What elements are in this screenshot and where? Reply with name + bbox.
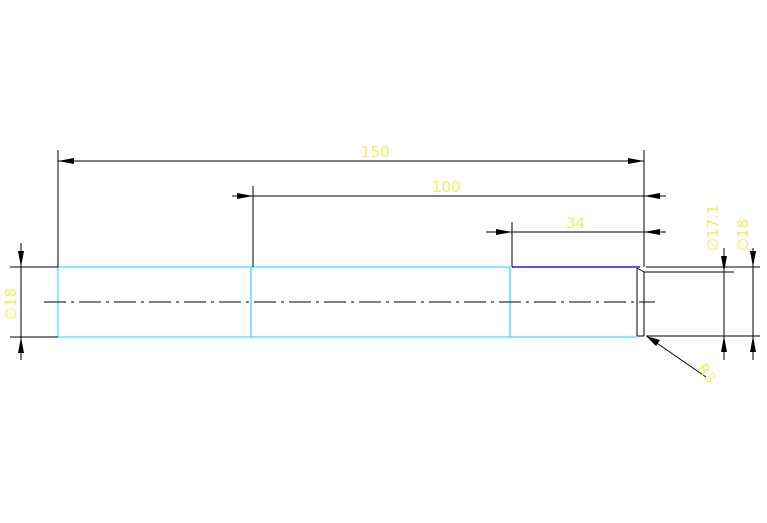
dimension-text-left-diameter: ∅18 xyxy=(2,288,20,320)
dimension-text-34: 34 xyxy=(566,214,585,232)
dimension-radius xyxy=(647,336,707,378)
arrow-34-left xyxy=(496,229,512,235)
arrow-left-diameter-bottom xyxy=(18,337,24,353)
arrow-radius xyxy=(646,336,660,346)
drawing-area xyxy=(0,147,767,379)
arrow-outer-diameter-bottom xyxy=(750,336,756,352)
dimension-text-right-outer-diameter: ∅18 xyxy=(734,219,752,251)
dimension-34 xyxy=(486,222,666,267)
arrow-100-left xyxy=(237,193,253,199)
end-chamfer-top xyxy=(636,267,645,273)
dimension-150 xyxy=(57,150,645,267)
arrow-inner-diameter-bottom xyxy=(721,336,727,352)
dimension-text-right-inner-diameter: ∅17.1 xyxy=(704,205,722,251)
arrow-150-right xyxy=(628,158,644,164)
arrow-outer-diameter-top xyxy=(750,251,756,267)
arrow-34-right xyxy=(644,229,660,235)
dimension-text-100: 100 xyxy=(432,178,461,196)
right-extension-lines xyxy=(644,266,760,337)
radius-leader-line xyxy=(647,336,707,378)
arrow-100-right xyxy=(644,193,660,199)
dimension-text-150: 150 xyxy=(361,143,390,161)
arrow-inner-diameter-top xyxy=(721,256,727,272)
end-face xyxy=(636,267,645,337)
arrow-left-diameter-top xyxy=(18,251,24,267)
dimension-100 xyxy=(232,186,666,267)
arrow-150-left xyxy=(58,158,74,164)
